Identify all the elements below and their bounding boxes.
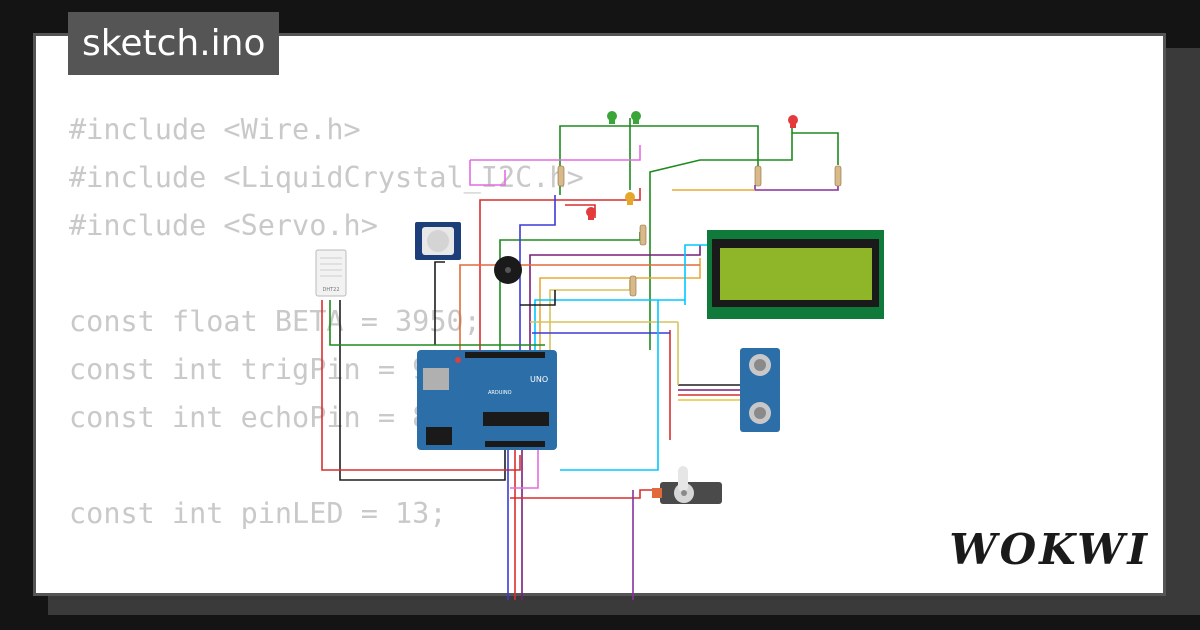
ultrasonic-sensor	[740, 348, 780, 432]
code-line: #include <Wire.h>	[69, 113, 361, 146]
arduino-uno-label: UNO	[530, 375, 548, 384]
code-line: #include <LiquidCrystal_I2C.h>	[69, 161, 584, 194]
dht22-sensor: DHT22	[315, 249, 347, 297]
arduino-brand-label: ARDUINO	[488, 390, 512, 396]
buzzer	[494, 256, 522, 284]
red-led-2	[586, 207, 596, 220]
pir-sensor	[415, 222, 461, 260]
green-led-2	[631, 111, 641, 124]
code-editor: #include <Wire.h> #include <LiquidCrystal…	[69, 106, 584, 593]
code-line: #include <Servo.h>	[69, 209, 378, 242]
lcd-display	[707, 230, 884, 319]
servo-motor	[652, 466, 722, 504]
arduino-uno: UNO ARDUINO	[417, 350, 557, 450]
code-line: const float BETA = 3950;	[69, 305, 481, 338]
sketch-file-title: sketch.ino	[68, 12, 280, 75]
red-led-1	[788, 115, 798, 128]
code-line: const int pinLED = 13;	[69, 497, 447, 530]
wokwi-logo: WOKWI	[949, 525, 1150, 574]
green-led-1	[607, 111, 617, 124]
dht-label: DHT22	[322, 287, 339, 293]
resistors	[557, 165, 842, 297]
preview-card: #include <Wire.h> #include <LiquidCrystal…	[33, 33, 1166, 596]
yellow-led	[625, 192, 635, 205]
